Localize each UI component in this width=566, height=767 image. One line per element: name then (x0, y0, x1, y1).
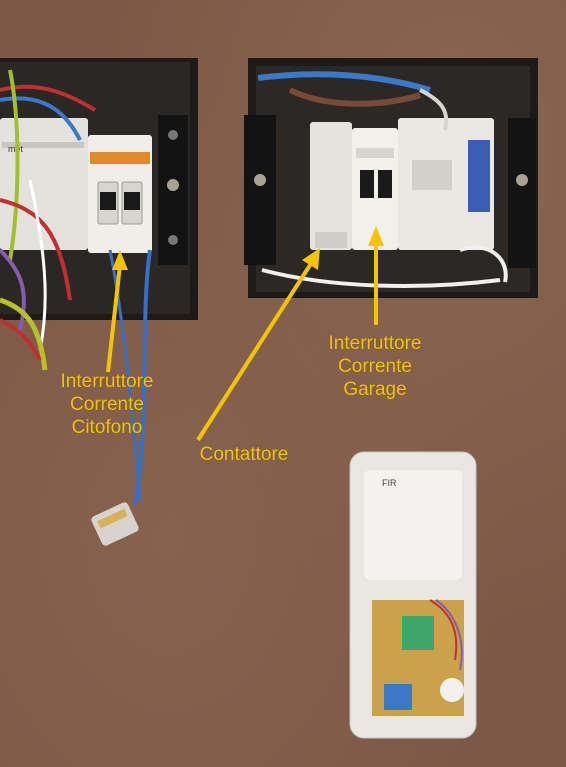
intercom-unit: FIR (349, 451, 477, 739)
right-junction-box (244, 58, 538, 298)
arrow-intercom-switch (106, 264, 122, 373)
annotation-contactor: Contattore (199, 444, 289, 465)
right-right-terminal (508, 118, 536, 268)
rj-connector (91, 502, 139, 546)
left-din-module (0, 118, 88, 250)
intercom-top-label: FIR (382, 478, 397, 488)
annotation-arrows (106, 226, 384, 442)
contactor-module (310, 122, 352, 250)
garage-breaker (352, 128, 398, 250)
arrow-contactor (196, 260, 314, 442)
annotation-garage-switch: Interruttore Corrente Garage (328, 333, 422, 400)
annotation-intercom-switch: Interruttore Corrente Citofono (60, 371, 154, 438)
right-left-terminal (244, 115, 276, 265)
left-junction-box: met (0, 58, 198, 506)
